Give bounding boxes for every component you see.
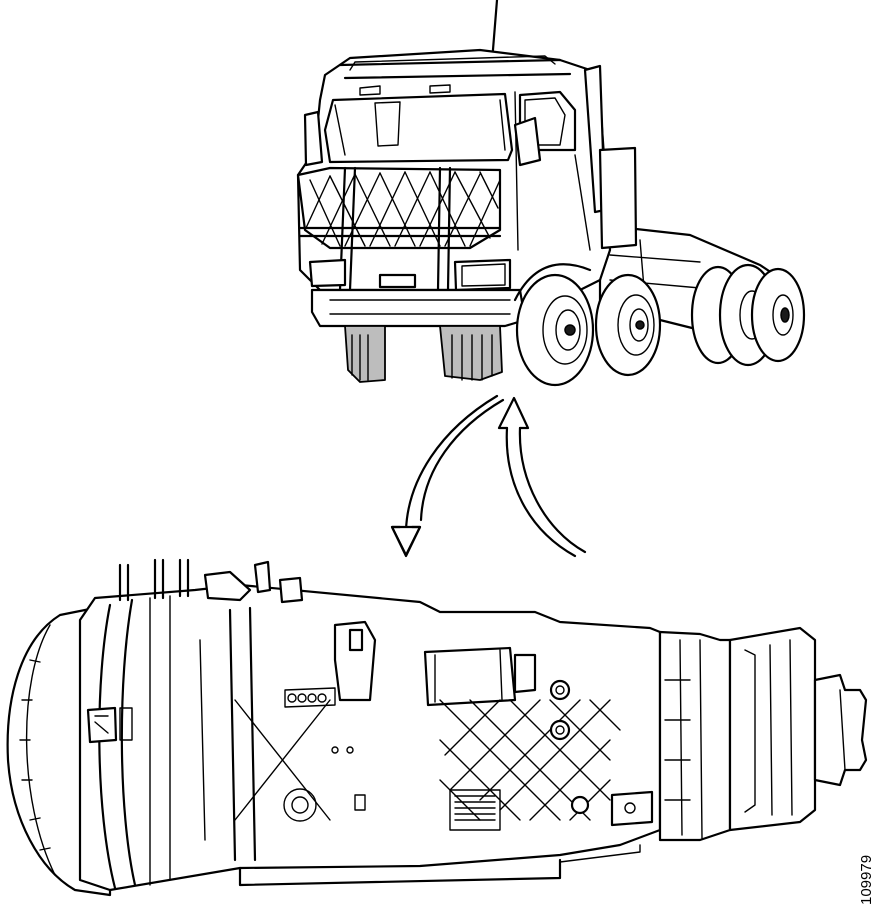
figure-reference-number: 109979 <box>858 854 875 905</box>
gearbox-illustration <box>6 558 868 897</box>
arrow-remove <box>390 394 505 558</box>
rear-wheels <box>690 263 806 367</box>
output-yoke <box>813 673 868 787</box>
grille-mesh <box>305 171 501 247</box>
exchange-arrows <box>390 394 587 558</box>
shift-unit <box>284 620 537 708</box>
truck-illustration <box>296 0 806 387</box>
front-wheels <box>515 273 662 387</box>
rib-lattice <box>439 679 621 831</box>
id-plate <box>86 706 133 744</box>
arrow-install <box>497 396 587 558</box>
